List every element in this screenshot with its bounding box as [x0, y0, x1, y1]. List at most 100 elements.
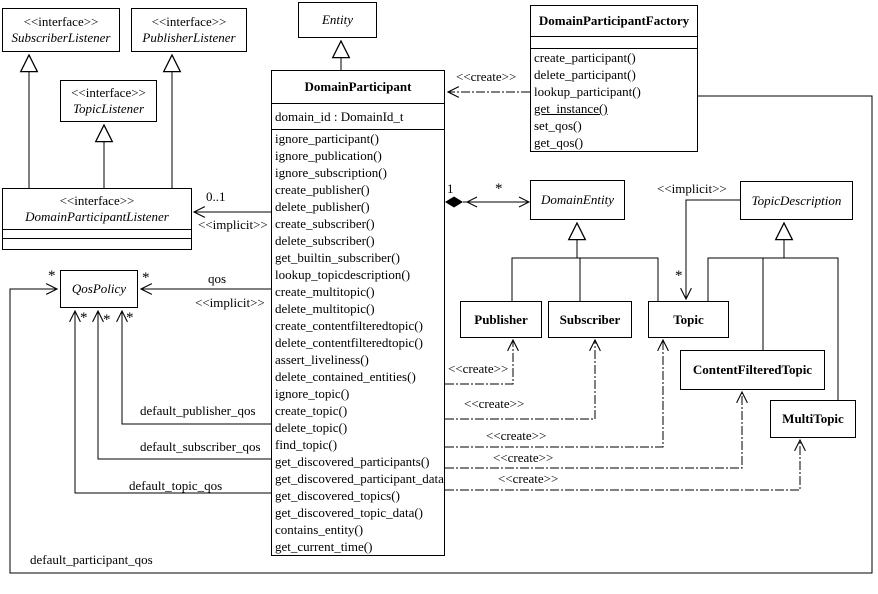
member-row: ignore_topic() [275, 386, 350, 401]
stereotype-label: <<interface>> [71, 85, 146, 100]
member-row: lookup_topicdescription() [275, 267, 411, 282]
member-row: get_current_time() [275, 539, 373, 554]
create-label: <<create>> [464, 396, 525, 411]
create-subscriber [445, 340, 595, 420]
stereotype-label: <<interface>> [151, 14, 227, 29]
class-name: MultiTopic [782, 411, 844, 426]
create-contentfilteredtopic [445, 392, 742, 469]
class-name: SubscriberListener [11, 30, 111, 45]
member-row: create_participant() [534, 50, 636, 65]
multiplicity-star: * [103, 312, 111, 328]
methods-compartment: ignore_participant() ignore_publication()… [272, 129, 444, 555]
association-default-participant-qos [9, 95, 873, 574]
member-row: create_publisher() [275, 182, 370, 197]
multiplicity-star: * [495, 181, 503, 197]
class-name: Publisher [474, 311, 528, 327]
stereotype-label: <<interface>> [59, 193, 135, 208]
class-name: ContentFilteredTopic [692, 362, 813, 377]
member-row: set_qos() [534, 118, 582, 133]
association-default-subscriber-qos [98, 311, 271, 460]
class-domain-entity: DomainEntity [530, 180, 625, 220]
attributes-compartment: domain_id : DomainId_t [272, 103, 444, 129]
association-default-publisher-qos [122, 311, 271, 425]
class-name: Subscriber [559, 311, 621, 327]
arrowhead-right [518, 196, 531, 208]
member-row: contains_entity() [275, 522, 364, 537]
member-row: ignore_participant() [275, 131, 379, 146]
create-label: <<create>> [493, 450, 554, 465]
member-row: create_subscriber() [275, 216, 375, 231]
create-label: <<create>> [498, 471, 559, 486]
member-row: get_discovered_participants() [275, 454, 430, 469]
multiplicity-star: * [48, 268, 56, 284]
multiplicity-star: * [126, 310, 134, 326]
methods-compartment: create_participant() delete_participant()… [531, 48, 697, 151]
methods-compartment [3, 238, 191, 249]
default-publisher-qos-label: default_publisher_qos [140, 403, 256, 418]
create-publisher [445, 340, 513, 385]
create-label: <<create>> [486, 428, 547, 443]
class-name: DomainEntity [541, 192, 614, 207]
class-qos-policy: QosPolicy [60, 270, 138, 308]
member-row: domain_id : DomainId_t [275, 109, 404, 124]
default-participant-qos-label: default_participant_qos [30, 552, 153, 567]
member-row: get_discovered_topic_data() [275, 505, 423, 520]
class-topic-description: TopicDescription [740, 181, 853, 220]
generalization-domainentity-branches [511, 257, 659, 301]
class-name: QosPolicy [71, 281, 127, 296]
qos-role-label: qos [208, 271, 227, 286]
class-subscriber: Subscriber [548, 301, 632, 338]
member-row: assert_liveliness() [275, 352, 369, 367]
class-name: PublisherListener [142, 30, 236, 45]
member-row: delete_contentfilteredtopic() [275, 335, 423, 350]
association-default-topic-qos [75, 311, 271, 494]
default-topic-qos-label: default_topic_qos [129, 478, 223, 493]
implicit-label: <<implicit>> [657, 181, 727, 196]
create-label: <<create>> [456, 69, 517, 84]
member-row: delete_topic() [275, 420, 348, 435]
class-topic-listener: <<interface>> TopicListener [60, 80, 157, 122]
member-row: create_topic() [275, 403, 348, 418]
default-subscriber-qos-label: default_subscriber_qos [140, 439, 261, 454]
class-name: DomainParticipantFactory [538, 13, 690, 28]
class-subscriber-listener: <<interface>> SubscriberListener [2, 8, 120, 52]
composition-diamond [445, 196, 463, 208]
arrowhead-left [465, 196, 478, 208]
implicit-label: <<implicit>> [195, 295, 265, 310]
member-row: get_qos() [534, 135, 584, 150]
class-topic: Topic [648, 301, 729, 338]
association-implicit-topic [686, 199, 740, 299]
member-row: delete_multitopic() [275, 301, 375, 316]
member-row: ignore_subscription() [275, 165, 387, 180]
member-row: delete_publisher() [275, 199, 370, 214]
member-row: get_discovered_topics() [275, 488, 400, 503]
class-name: Entity [321, 12, 354, 27]
generalization-topicdescription-branches [707, 257, 839, 400]
create-topic [445, 340, 663, 448]
class-name: TopicDescription [751, 192, 842, 208]
create-label: <<create>> [448, 361, 509, 376]
class-name: DomainParticipantListener [25, 209, 169, 224]
class-multi-topic: MultiTopic [770, 400, 856, 438]
member-row: delete_participant() [534, 67, 636, 82]
member-row: delete_subscriber() [275, 233, 375, 248]
implicit-label: <<implicit>> [198, 217, 268, 232]
attributes-compartment [3, 229, 191, 238]
stereotype-label: <<interface>> [23, 14, 99, 29]
class-name: DomainParticipant [304, 79, 412, 94]
class-publisher-listener: <<interface>> PublisherListener [131, 8, 247, 52]
member-row: ignore_publication() [275, 148, 382, 163]
class-domain-participant: DomainParticipant domain_id : DomainId_t… [271, 70, 445, 556]
member-row: delete_contained_entities() [275, 369, 416, 384]
member-row: lookup_participant() [534, 84, 641, 99]
class-name: Topic [673, 311, 704, 327]
multiplicity-star: * [675, 268, 683, 284]
member-row: get_instance() [534, 101, 608, 116]
member-row: create_multitopic() [275, 284, 375, 299]
multiplicity-star: * [142, 270, 150, 286]
class-entity: Entity [298, 2, 377, 38]
multiplicity-star: * [80, 310, 88, 326]
attributes-compartment [531, 36, 697, 48]
